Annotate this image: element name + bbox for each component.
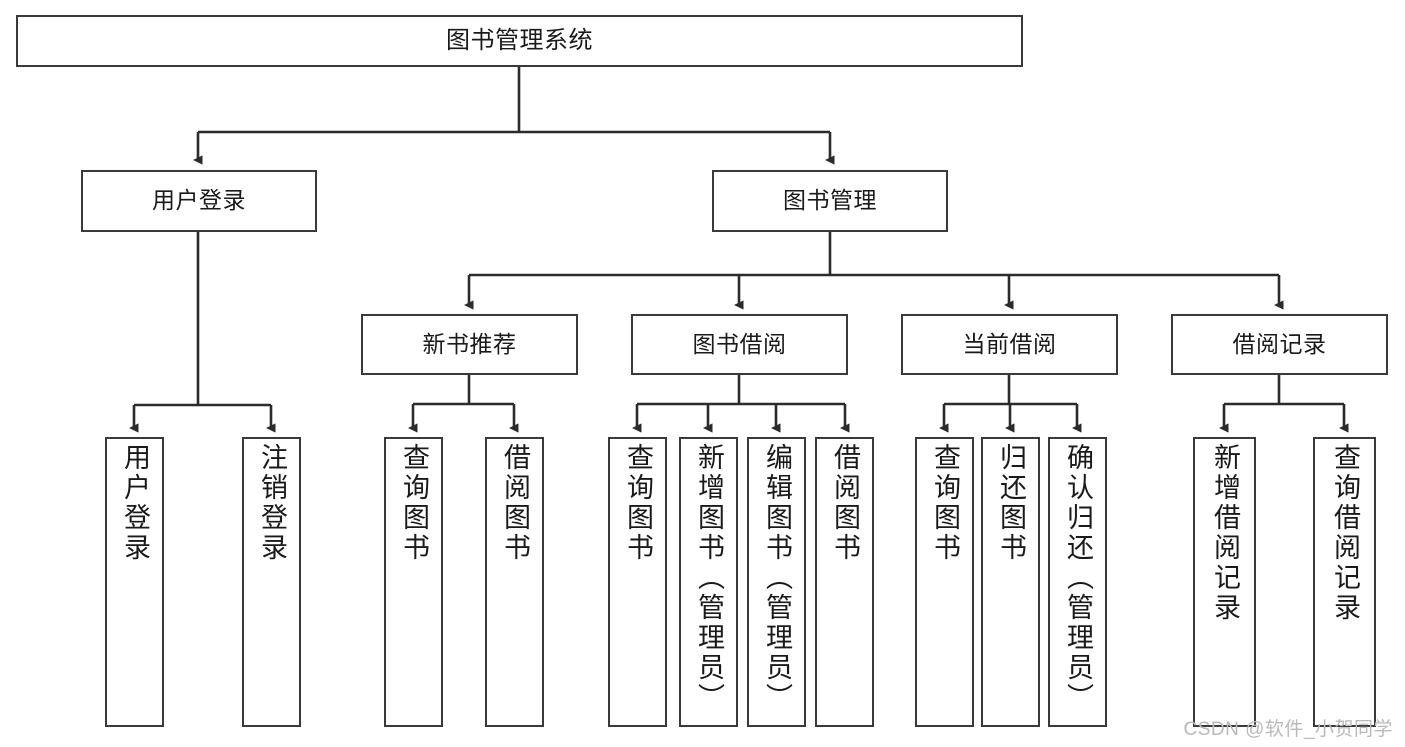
csdn-watermark: CSDN @软件_小贺同学 [1183, 719, 1393, 740]
node-label: 注销登录 [257, 443, 287, 563]
node-label: 归还图书 [996, 443, 1026, 563]
leaf-borrow-record-query-record[interactable]: 查询借阅记录 [1313, 437, 1376, 727]
node-label: 借阅图书 [830, 443, 860, 563]
leaf-current-borrow-return-book[interactable]: 归还图书 [981, 437, 1040, 727]
leaf-new-book-borrow-book[interactable]: 借阅图书 [485, 437, 544, 727]
node-label: 借阅图书 [500, 443, 530, 563]
node-label: 用户登录 [120, 443, 150, 563]
node-label: 新增图书（管理员） [694, 443, 724, 713]
node-label: 查询图书 [930, 443, 960, 563]
leaf-book-borrow-query-book[interactable]: 查询图书 [608, 437, 667, 727]
node-user-login[interactable]: 用户登录 [81, 170, 317, 232]
node-label: 图书管理系统 [446, 26, 593, 54]
leaf-current-borrow-confirm-return-admin[interactable]: 确认归还（管理员） [1048, 437, 1107, 727]
leaf-book-borrow-borrow-book[interactable]: 借阅图书 [815, 437, 874, 727]
node-new-book-recommend[interactable]: 新书推荐 [361, 314, 578, 375]
node-label: 查询借阅记录 [1330, 443, 1360, 623]
node-label: 图书借阅 [692, 330, 787, 357]
node-label: 确认归还（管理员） [1063, 443, 1093, 713]
node-label: 查询图书 [399, 443, 429, 563]
node-label: 当前借阅 [962, 330, 1057, 357]
leaf-borrow-record-add-record[interactable]: 新增借阅记录 [1193, 437, 1256, 727]
node-label: 用户登录 [152, 187, 246, 214]
node-label: 新增借阅记录 [1210, 443, 1240, 623]
leaf-user-login-logout[interactable]: 注销登录 [242, 437, 301, 727]
leaf-user-login-login[interactable]: 用户登录 [105, 437, 164, 727]
node-book-borrow[interactable]: 图书借阅 [631, 314, 848, 375]
node-label: 借阅记录 [1232, 330, 1327, 357]
node-borrow-record[interactable]: 借阅记录 [1171, 314, 1388, 375]
node-label: 新书推荐 [422, 330, 517, 357]
node-root-book-management-system[interactable]: 图书管理系统 [16, 15, 1023, 67]
node-current-borrow[interactable]: 当前借阅 [901, 314, 1118, 375]
node-label: 编辑图书（管理员） [762, 443, 792, 713]
leaf-new-book-query-book[interactable]: 查询图书 [384, 437, 443, 727]
leaf-current-borrow-query-book[interactable]: 查询图书 [915, 437, 974, 727]
leaf-book-borrow-edit-book-admin[interactable]: 编辑图书（管理员） [747, 437, 806, 727]
node-label: 查询图书 [623, 443, 653, 563]
node-label: 图书管理 [783, 187, 877, 214]
leaf-book-borrow-add-book-admin[interactable]: 新增图书（管理员） [679, 437, 738, 727]
node-book-management[interactable]: 图书管理 [712, 170, 948, 232]
